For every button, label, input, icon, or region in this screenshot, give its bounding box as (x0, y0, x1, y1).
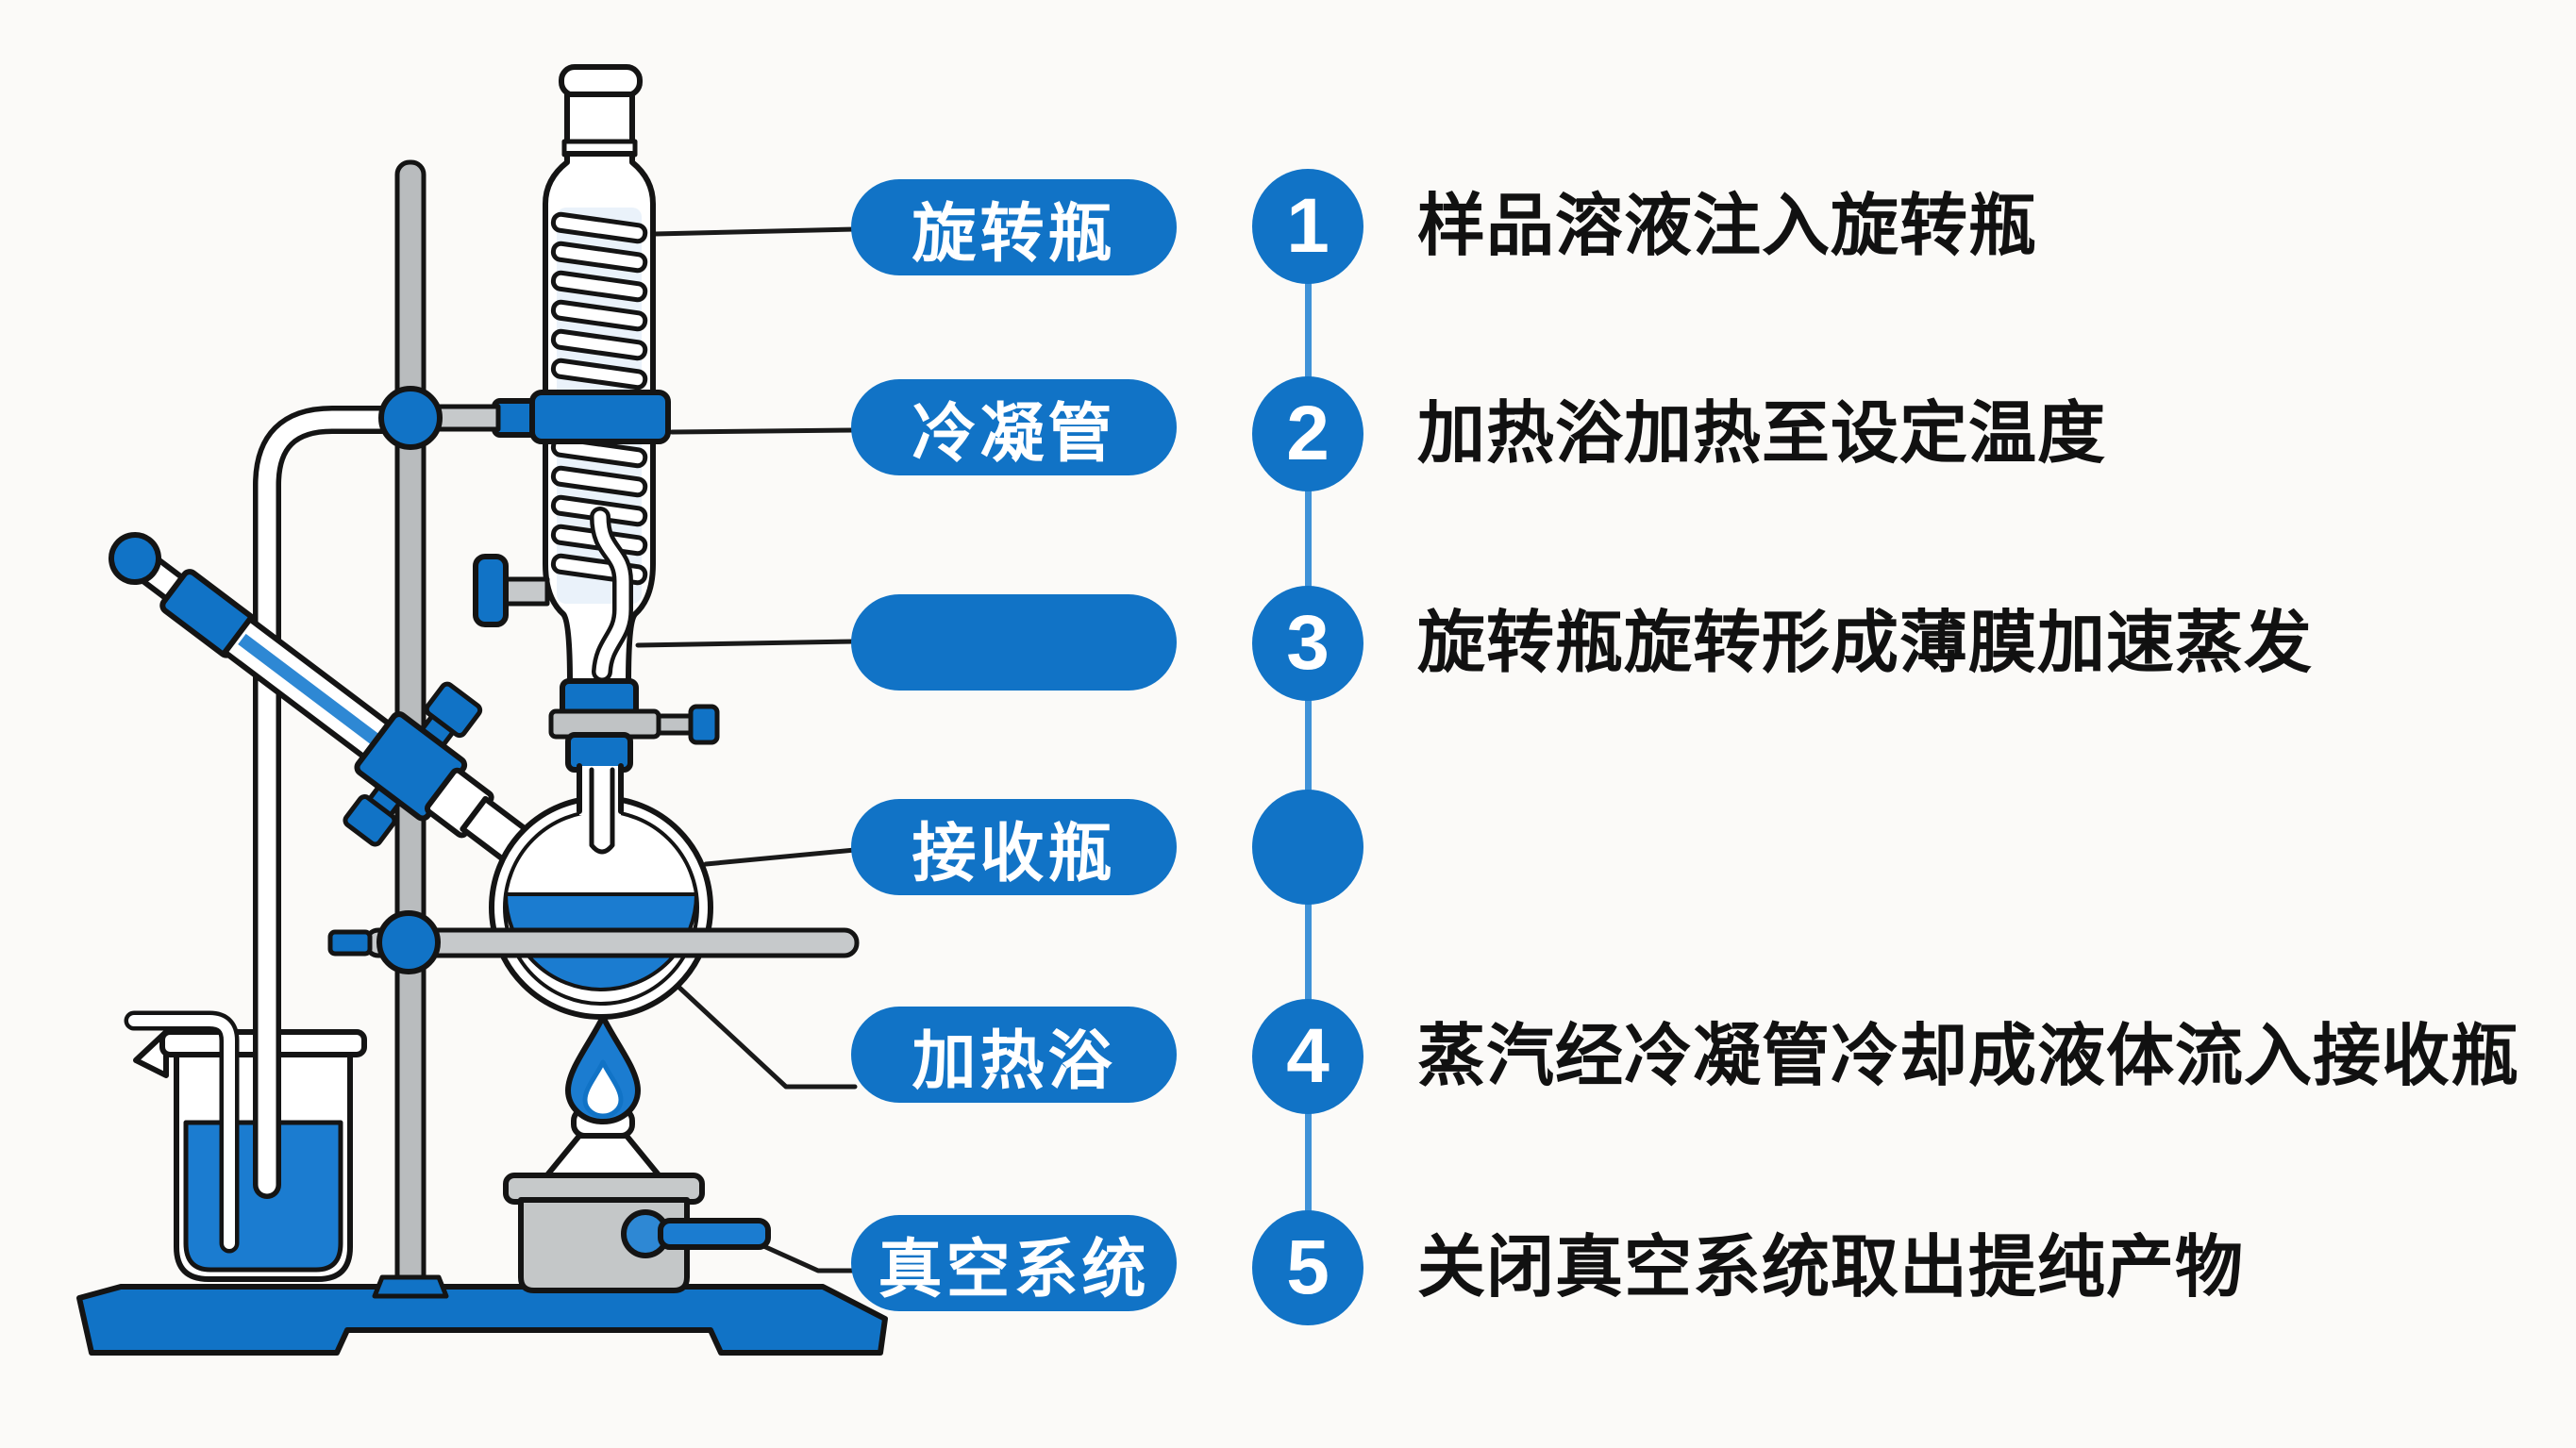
stopcock-valve (473, 554, 509, 627)
alcohol-burner (503, 1014, 771, 1293)
step-text-2: 加热浴加热至设定温度 (1417, 396, 2107, 472)
part-label-condenser: 冷凝管 (851, 379, 1177, 475)
condenser-clamp-band (529, 390, 671, 444)
part-label-blank (851, 594, 1177, 691)
burner-flame-inner (582, 1059, 624, 1119)
step-number-5: 5 (1252, 1210, 1363, 1325)
drive-knob-lower (343, 794, 397, 847)
step-number-2: 2 (1252, 376, 1363, 491)
label-connector-lines (635, 226, 858, 1273)
part-label-rotary-flask: 旋转瓶 (851, 179, 1177, 275)
step-text-5: 关闭真空系统取出提纯产物 (1417, 1230, 2245, 1306)
joint-side-knob (688, 704, 720, 745)
upper-clamp (378, 386, 501, 450)
drive-ball-knob (109, 532, 161, 585)
step-text-1: 样品溶液注入旋转瓶 (1417, 189, 2038, 264)
step-text-4: 蒸汽经冷凝管冷却成液体流入接收瓶 (1417, 1019, 2520, 1094)
dip-tube (124, 1010, 240, 1254)
vacuum-pipe (658, 1218, 771, 1250)
clamp-knob-lower (376, 910, 441, 974)
step-number-3: 3 (1252, 586, 1363, 701)
condenser-cap (559, 64, 643, 98)
clamp-knob-upper (378, 386, 443, 450)
step-text-3: 旋转瓶旋转形成薄膜加速蒸发 (1417, 606, 2314, 681)
timeline-connector-line (1305, 226, 1312, 1268)
step-number-blank (1252, 790, 1363, 905)
flask-clamp-bar (327, 910, 860, 974)
part-label-heating-bath: 加热浴 (851, 1007, 1177, 1103)
stand-rod-foot (372, 1274, 449, 1299)
part-label-receiving-flask: 接收瓶 (851, 799, 1177, 895)
part-label-vacuum-system: 真空系统 (851, 1215, 1177, 1311)
step-number-4: 4 (1252, 999, 1363, 1114)
drive-tube-stripe (238, 633, 388, 752)
vacuum-tube (253, 406, 414, 1199)
condenser-column (473, 64, 720, 773)
receiving-flask (489, 763, 713, 1020)
drive-knob-upper (424, 681, 483, 739)
step-number-1: 1 (1252, 169, 1363, 284)
stand-base (76, 1284, 888, 1356)
beaker (133, 1029, 367, 1282)
